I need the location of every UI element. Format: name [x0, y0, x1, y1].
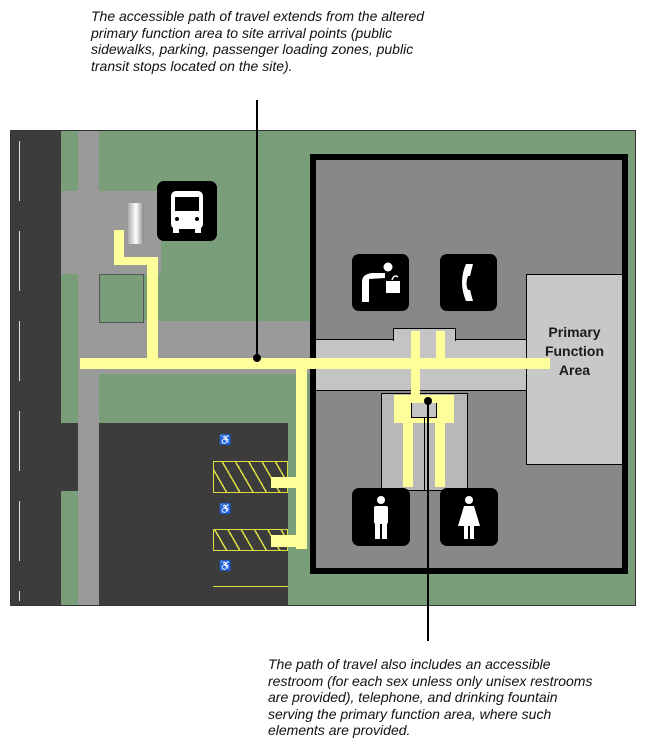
- accessible-path: [411, 331, 420, 401]
- parking-lot: [99, 423, 288, 605]
- accessible-path: [435, 419, 445, 487]
- pointer-line-bottom: [427, 401, 429, 641]
- primary-function-area: [526, 274, 623, 465]
- accessible-path: [114, 257, 158, 265]
- accessible-parking-icon: ♿: [219, 561, 232, 572]
- pointer-dot-top: [253, 354, 261, 362]
- accessible-path: [147, 257, 158, 367]
- accessible-parking-icon: ♿: [219, 504, 232, 515]
- accessible-parking-icon: ♿: [219, 435, 232, 446]
- site-map: ♿ ♿ ♿ Primary Function Area: [10, 130, 636, 606]
- corridor-alcove: [393, 328, 456, 341]
- accessible-path: [271, 535, 301, 547]
- primary-function-area-label: Primary Function Area: [544, 324, 605, 378]
- telephone-icon: [440, 254, 497, 311]
- accessible-path: [271, 477, 301, 488]
- accessible-path: [114, 230, 124, 264]
- drinking-fountain-icon: [352, 254, 409, 311]
- pointer-dot-bottom: [424, 397, 432, 405]
- mens-restroom-icon: [352, 488, 410, 546]
- restroom-wall: [424, 418, 425, 491]
- bus-shelter: [128, 203, 144, 244]
- parking-stripe: [213, 586, 288, 587]
- caption-top: The accessible path of travel extends fr…: [91, 8, 425, 74]
- driveway: [61, 423, 78, 491]
- bus-icon: [157, 181, 217, 241]
- caption-bottom: The path of travel also includes an acce…: [268, 656, 593, 738]
- accessible-path: [436, 331, 445, 361]
- pointer-line-top: [256, 100, 258, 357]
- road-lane-markings: [19, 141, 20, 601]
- grass-block: [99, 274, 144, 323]
- womens-restroom-icon: [440, 488, 498, 546]
- accessible-path: [80, 358, 550, 369]
- accessible-path: [296, 367, 307, 549]
- accessible-path: [411, 403, 437, 418]
- accessible-path: [403, 419, 413, 487]
